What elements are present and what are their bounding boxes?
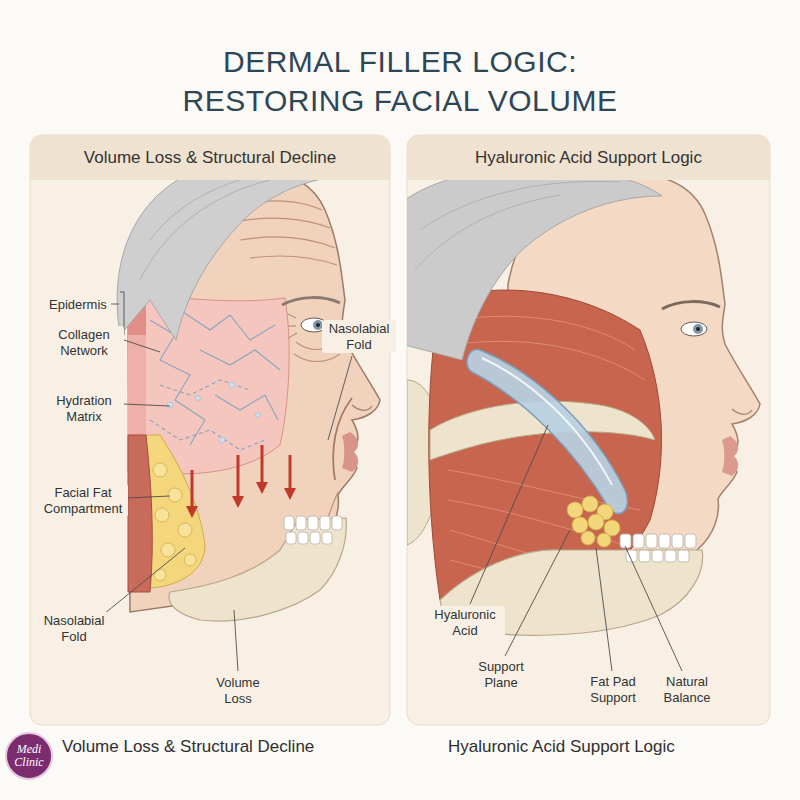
restored-face (407, 167, 760, 635)
sag-arrows (192, 445, 290, 512)
leader-lines (104, 292, 682, 671)
muscle-fibres (448, 316, 645, 585)
iris (693, 324, 703, 334)
logo-circle (6, 733, 52, 779)
hair-strands (415, 181, 620, 270)
eyebrow (662, 302, 720, 309)
fat-pad (567, 496, 620, 547)
caption-text: Hyaluronic Acid Support Logic (448, 737, 768, 757)
teeth (620, 534, 696, 562)
eyebrow (282, 298, 340, 305)
hair (407, 167, 662, 360)
lips (342, 432, 358, 472)
nasolabial-crease (333, 398, 352, 480)
hair-strands (140, 168, 300, 280)
diagram-title: DERMAL FILLER LOGIC: RESTORING FACIAL VO… (130, 42, 670, 120)
part-label: Nasolabial Fold (322, 320, 396, 353)
nostril (352, 405, 372, 410)
part-label: Hyaluronic Acid (425, 606, 505, 639)
part-label: Nasolabial Fold (38, 612, 110, 645)
lips (722, 436, 738, 476)
aged-face (117, 157, 380, 621)
filler-gel (467, 349, 627, 513)
caption-text: Volume Loss & Structural Decline (62, 737, 392, 757)
nostril (732, 409, 752, 414)
muscle-strip (128, 435, 152, 592)
pupil (696, 327, 700, 331)
hair (117, 157, 342, 340)
logo-text: Medi Clinic (8, 743, 50, 768)
jaw-bone (169, 518, 346, 621)
part-label: Hydration Matrix (44, 392, 124, 425)
hydration-dots (167, 382, 261, 443)
panel-header: Hyaluronic Acid Support Logic (407, 135, 770, 180)
panel-ground (30, 135, 390, 725)
part-label: Support Plane (468, 658, 534, 691)
part-label: Collagen Network (44, 326, 124, 359)
part-label: Fat Pad Support (580, 673, 646, 706)
part-label: Facial Fat Compartment (38, 484, 128, 517)
teeth (284, 516, 342, 544)
eye (681, 322, 707, 336)
fat-compartment (145, 435, 205, 588)
collagen-network (150, 310, 280, 450)
part-label: Volume Loss (200, 674, 276, 707)
fat-cells (153, 463, 196, 581)
panel-header: Volume Loss & Structural Decline (30, 135, 390, 180)
logo-badge: Medi Clinic (4, 731, 54, 781)
part-label: Epidermis (47, 296, 111, 314)
gel-highlight (482, 358, 612, 485)
part-label: Natural Balance (652, 673, 722, 706)
pupil (316, 323, 320, 327)
